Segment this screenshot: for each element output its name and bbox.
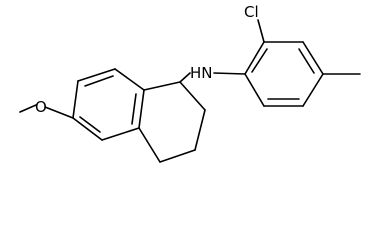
bond (159, 149, 196, 163)
aromatic-ring-right (244, 41, 324, 107)
double-bond-inner (131, 93, 137, 125)
bond (101, 127, 140, 141)
bond (72, 117, 103, 141)
bond (138, 89, 145, 129)
bond (244, 73, 265, 107)
methoxy-group (19, 104, 74, 119)
double-bond-inner (84, 75, 114, 87)
double-bond-inner (79, 116, 101, 133)
bond-c-cl (257, 19, 265, 43)
saturated-ring (138, 81, 206, 163)
aromatic-ring-left (72, 68, 145, 141)
bond (138, 127, 161, 163)
bond (244, 41, 265, 75)
double-bond-inner (251, 48, 268, 73)
atom-label-amine: HN (190, 64, 213, 82)
chemical-structure: Cl HN O (19, 3, 361, 163)
bond (44, 106, 74, 119)
bond (194, 109, 206, 151)
bond (19, 104, 37, 113)
bond (302, 73, 324, 107)
bond-c-n (179, 72, 191, 83)
atom-label-oxygen: O (35, 98, 47, 116)
bond (143, 81, 181, 91)
bond (114, 68, 145, 91)
bond (72, 80, 79, 119)
bond (179, 81, 206, 111)
double-bond-inner (298, 48, 315, 74)
bond-n-aryl (213, 72, 246, 75)
bond (302, 41, 324, 75)
bond (77, 68, 116, 82)
atom-label-chlorine: Cl (244, 3, 259, 21)
